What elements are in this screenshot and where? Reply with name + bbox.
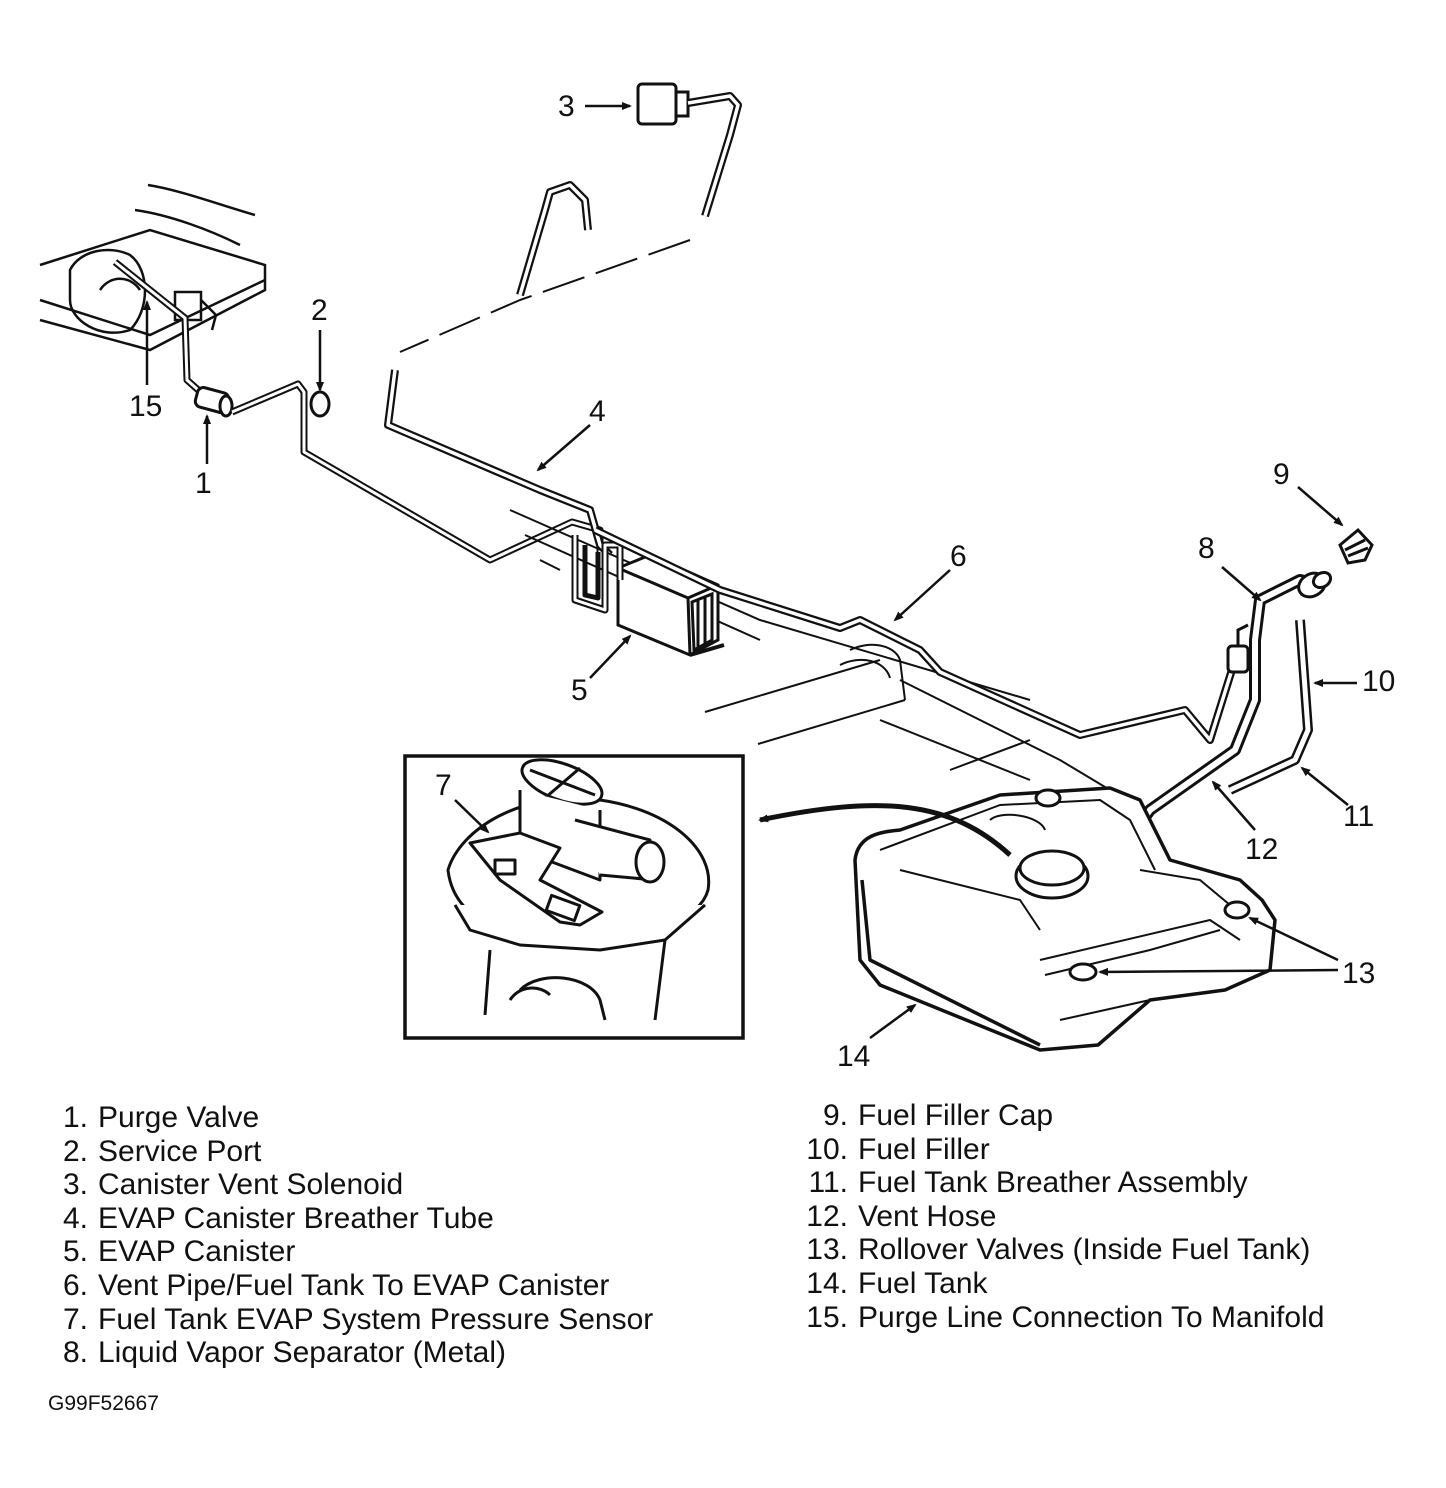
legend-text: Fuel Tank Breather Assembly	[858, 1166, 1248, 1200]
legend-item: 6. Vent Pipe/Fuel Tank To EVAP Canister	[54, 1269, 653, 1303]
callout-labels: 1 2 3 4 5 6 7 8 9 10 11 12 13 14 15	[129, 90, 1395, 1073]
legend-text: EVAP Canister	[98, 1235, 296, 1269]
canister-tubing-loop	[571, 535, 624, 614]
fuel-filler-neck	[1297, 570, 1333, 599]
legend-right: 9. Fuel Filler Cap 10. Fuel Filler 11. Fuel…	[800, 1099, 1324, 1334]
legend-number: 2.	[62, 1134, 88, 1168]
legend-text: Purge Line Connection To Manifold	[858, 1300, 1325, 1334]
callout-15: 15	[129, 390, 162, 423]
callout-11: 11	[1343, 800, 1374, 833]
fuel-filler-cap	[1338, 527, 1374, 565]
legend-item: 9. Fuel Filler Cap	[800, 1099, 1324, 1133]
legend-text: Vent Hose	[858, 1199, 997, 1233]
legend-number: 14.	[806, 1266, 848, 1300]
purge-valve	[193, 386, 234, 418]
legend-item: 8. Liquid Vapor Separator (Metal)	[54, 1336, 653, 1370]
evap-canister-breather-tube	[384, 92, 742, 558]
service-port	[309, 390, 331, 418]
figure-id: G99F52667	[48, 1392, 159, 1415]
pressure-sensor-inset	[403, 754, 745, 1040]
legend-number: 4.	[62, 1201, 88, 1235]
evap-system-diagram: 1 2 3 4 5 6 7 8 9 10 11 12 13 14 15	[39, 82, 1395, 1073]
legend-item: 1. Purge Valve	[54, 1101, 653, 1135]
callout-arrows	[143, 102, 1357, 1040]
legend-item: 13. Rollover Valves (Inside Fuel Tank)	[800, 1233, 1324, 1267]
legend-number: 1.	[62, 1101, 88, 1134]
callout-13: 13	[1342, 957, 1375, 990]
legend-item: 11. Fuel Tank Breather Assembly	[800, 1166, 1324, 1200]
legend-left: 1. Purge Valve 2. Service Port 3. Canister …	[54, 1101, 653, 1370]
legend-number: 9.	[822, 1099, 848, 1132]
legend-number: 11.	[808, 1166, 848, 1200]
legend-item: 3. Canister Vent Solenoid	[54, 1168, 653, 1202]
fuel-filler-pipe	[1095, 574, 1322, 884]
legend-number: 12.	[806, 1199, 848, 1233]
legend-number: 5.	[62, 1235, 88, 1269]
callout-1: 1	[195, 467, 212, 500]
legend-item: 14. Fuel Tank	[800, 1267, 1324, 1301]
legend-item: 10. Fuel Filler	[800, 1133, 1324, 1167]
vehicle-frame	[509, 509, 1111, 791]
legend-text: Fuel Filler	[858, 1132, 990, 1166]
legend-text: EVAP Canister Breather Tube	[98, 1201, 494, 1235]
callout-12: 12	[1245, 833, 1278, 866]
liquid-vapor-separator	[1226, 623, 1250, 674]
legend-text: Fuel Tank EVAP System Pressure Sensor	[98, 1302, 654, 1336]
callout-6: 6	[950, 540, 967, 573]
legend-number: 8.	[62, 1336, 88, 1370]
legend-text: Fuel Tank	[858, 1266, 988, 1300]
legend-item: 7. Fuel Tank EVAP System Pressure Sensor	[54, 1303, 653, 1337]
callout-5: 5	[571, 674, 588, 707]
inset-pointer-arrow	[758, 803, 1012, 857]
legend-item: 4. EVAP Canister Breather Tube	[54, 1202, 653, 1236]
callout-14: 14	[837, 1040, 870, 1073]
legend-number: 7.	[62, 1302, 88, 1336]
legend-number: 10.	[806, 1132, 848, 1166]
callout-9: 9	[1273, 458, 1290, 491]
rollover-valves	[1034, 788, 1251, 982]
legend-number: 15.	[806, 1300, 848, 1334]
legend-item: 2. Service Port	[54, 1135, 653, 1169]
callout-7: 7	[435, 769, 452, 802]
legend-item: 12. Vent Hose	[800, 1200, 1324, 1234]
legend-text: Purge Valve	[98, 1101, 260, 1134]
canister-vent-solenoid	[636, 82, 690, 126]
legend-number: 6.	[62, 1268, 88, 1302]
legend-text: Canister Vent Solenoid	[98, 1168, 404, 1202]
fuel-tank	[853, 786, 1277, 1052]
callout-10: 10	[1362, 665, 1395, 698]
callout-3: 3	[558, 90, 575, 123]
legend-text: Rollover Valves (Inside Fuel Tank)	[858, 1233, 1311, 1267]
intake-manifold	[39, 183, 267, 352]
legend-item: 15. Purge Line Connection To Manifold	[800, 1301, 1324, 1335]
legend-item: 5. EVAP Canister	[54, 1235, 653, 1269]
legend-text: Service Port	[98, 1134, 262, 1168]
legend-number: 3.	[62, 1168, 88, 1202]
callout-4: 4	[589, 395, 606, 428]
legend-text: Fuel Filler Cap	[858, 1099, 1054, 1132]
legend-text: Liquid Vapor Separator (Metal)	[98, 1336, 506, 1370]
callout-8: 8	[1198, 532, 1215, 565]
fuel-tank-pump-opening	[1014, 849, 1090, 900]
vent-pipe-tank-to-canister	[593, 526, 1239, 744]
legend-text: Vent Pipe/Fuel Tank To EVAP Canister	[98, 1268, 610, 1302]
callout-2: 2	[311, 294, 328, 327]
legend-number: 13.	[806, 1233, 848, 1267]
